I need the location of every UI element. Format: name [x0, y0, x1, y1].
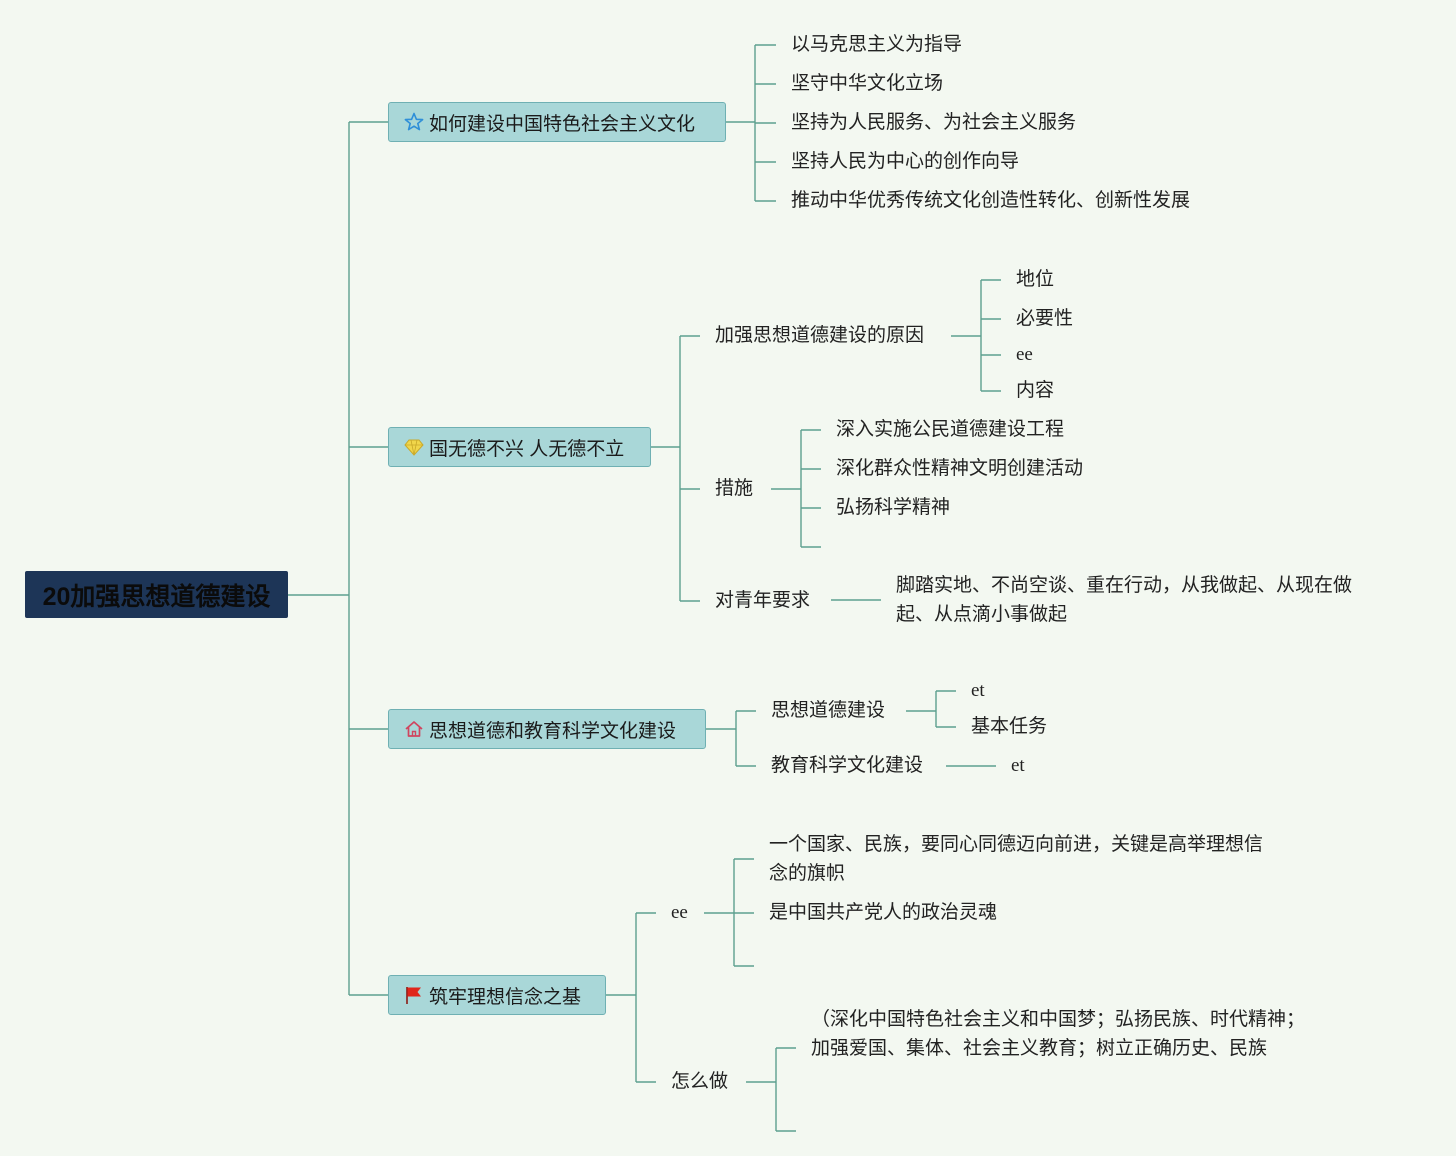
branch-moral-education[interactable]: 思想道德和教育科学文化建设 — [388, 709, 706, 749]
diamond-icon — [403, 436, 425, 458]
culture-item[interactable]: 以马克思主义为指导 — [791, 34, 963, 55]
moral-topic[interactable]: 思想道德建设 — [771, 700, 886, 721]
culture-item[interactable]: 坚守中华文化立场 — [791, 73, 944, 94]
measure-item[interactable]: 弘扬科学精神 — [836, 497, 951, 518]
branch-label: 国无德不兴 人无德不立 — [429, 438, 625, 460]
reason-item[interactable]: 内容 — [1016, 380, 1055, 401]
edu-item[interactable]: et — [1011, 755, 1025, 776]
measures-topic[interactable]: 措施 — [715, 478, 754, 499]
branch-morality[interactable]: 国无德不兴 人无德不立 — [388, 427, 651, 467]
youth-detail[interactable]: 脚踏实地、不尚空谈、重在行动，从我做起、从现在做起、从点滴小事做起 — [896, 575, 1353, 625]
culture-item[interactable]: 推动中华优秀传统文化创造性转化、创新性发展 — [791, 190, 1191, 211]
home-icon — [403, 718, 425, 740]
star-icon — [403, 111, 425, 133]
youth-topic[interactable]: 对青年要求 — [715, 590, 811, 611]
measure-item[interactable]: 深入实施公民道德建设工程 — [836, 419, 1065, 440]
branch-label: 思想道德和教育科学文化建设 — [429, 720, 677, 742]
moral-item[interactable]: et — [971, 680, 985, 701]
reason-topic[interactable]: 加强思想道德建设的原因 — [715, 325, 925, 346]
how-detail[interactable]: （深化中国特色社会主义和中国梦；弘扬民族、时代精神；加强爱国、集体、社会主义教育… — [811, 1009, 1306, 1059]
edu-topic[interactable]: 教育科学文化建设 — [771, 755, 924, 776]
flag-icon — [403, 984, 425, 1006]
branch-label: 筑牢理想信念之基 — [429, 986, 582, 1008]
ee-item[interactable]: 是中国共产党人的政治灵魂 — [769, 902, 998, 923]
culture-item[interactable]: 坚持人民为中心的创作向导 — [791, 151, 1020, 172]
ee-item[interactable]: 一个国家、民族，要同心同德迈向前进，关键是高举理想信念的旗帜 — [769, 834, 1264, 884]
branch-label: 如何建设中国特色社会主义文化 — [429, 113, 696, 135]
measure-item[interactable]: 深化群众性精神文明创建活动 — [836, 458, 1084, 479]
how-topic[interactable]: 怎么做 — [671, 1071, 729, 1092]
branch-culture-construction[interactable]: 如何建设中国特色社会主义文化 — [388, 102, 726, 142]
reason-item[interactable]: 必要性 — [1016, 308, 1074, 329]
culture-item[interactable]: 坚持为人民服务、为社会主义服务 — [791, 112, 1077, 133]
moral-item[interactable]: 基本任务 — [971, 716, 1048, 737]
root-topic[interactable]: 20加强思想道德建设 — [25, 571, 288, 618]
ee-topic[interactable]: ee — [671, 902, 688, 923]
branch-ideals[interactable]: 筑牢理想信念之基 — [388, 975, 606, 1015]
reason-item[interactable]: 地位 — [1016, 269, 1055, 290]
reason-item[interactable]: ee — [1016, 344, 1033, 365]
